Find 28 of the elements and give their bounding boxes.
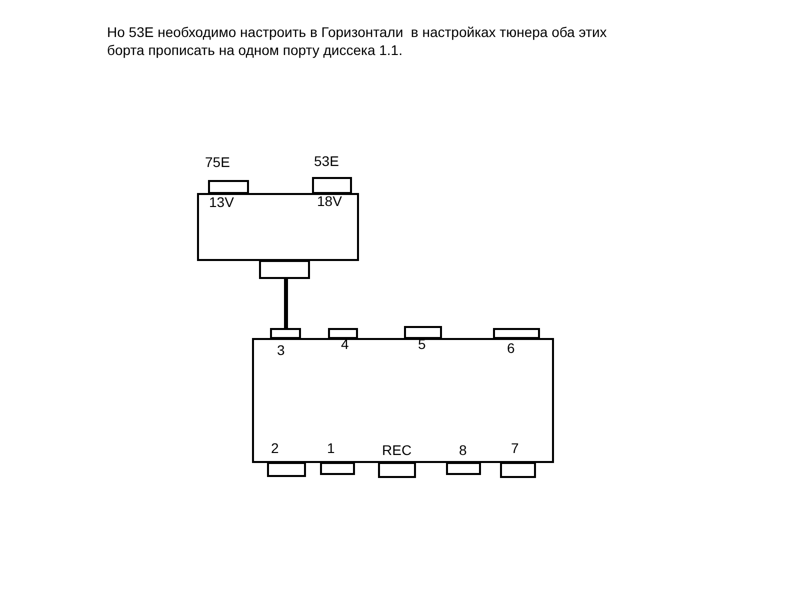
device-box [252,338,554,463]
connector-port [500,462,536,478]
connector-port [267,462,306,477]
connector-port [270,328,301,339]
connector-port [328,328,358,339]
connector-port [378,462,416,478]
port-number: 1 [327,440,335,456]
connector-port [404,326,442,339]
port-label: 18V [317,193,342,209]
port-label: 75E [205,154,230,170]
cable-line [284,279,288,328]
connector-port [312,177,352,194]
port-number: 7 [511,440,519,456]
connector-port [208,180,249,194]
port-label: 53E [314,153,339,169]
port-label: 13V [209,194,234,210]
port-number: REC [382,442,412,458]
port-number: 6 [507,340,515,356]
connector-port [446,462,481,475]
port-number: 4 [341,336,349,352]
device-box [197,193,359,261]
port-number: 2 [271,440,279,456]
connector-port [259,260,310,279]
connector-port [320,462,355,475]
note-text: Но 53E необходимо настроить в Горизонтали в настройках тюнера оба этих борта прописать на одном порту диссека 1.1. [107,23,608,59]
port-number: 3 [277,342,285,358]
connector-port [493,328,540,339]
port-number: 8 [459,442,467,458]
